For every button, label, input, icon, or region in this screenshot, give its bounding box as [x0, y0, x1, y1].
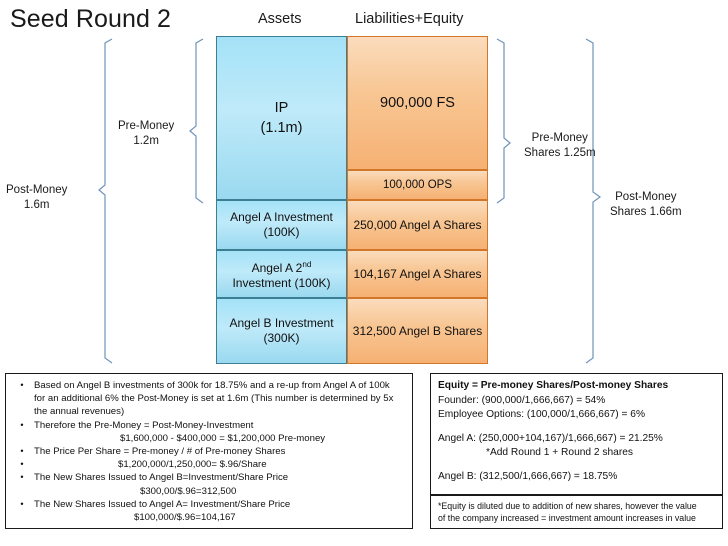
equity-angel-b-label: 312,500 Angel B Shares: [352, 323, 483, 338]
bullet-icon: •: [20, 419, 24, 430]
equity-cell-option-pool-shares[interactable]: 100,000 OPS: [347, 170, 488, 200]
column-header-liabilities-equity: Liabilities+Equity: [355, 11, 464, 27]
bullet-icon: •: [20, 498, 24, 509]
asset-cell-ip[interactable]: IP (1.1m): [216, 36, 347, 200]
asset-angel-a2-line2: Investment (100K): [232, 276, 331, 290]
calculation-notes-box: • Based on Angel B investments of 300k f…: [5, 373, 413, 529]
note-text: The Price Per Share = Pre-money / # of P…: [34, 446, 286, 458]
asset-angel-a1-line1: Angel A Investment: [230, 210, 333, 224]
footnote-line2: of the company increased = investment am…: [438, 513, 696, 524]
asset-angel-b-line2: (300K): [263, 331, 300, 345]
note-subtext: $300,00/$.96=312,500: [140, 485, 237, 497]
note-subtext: $1,600,000 - $400,000 = $1,200,000 Pre-m…: [120, 432, 326, 444]
list-item: • $1,200,000/1,250,000= $.96/Share: [10, 458, 408, 471]
equity-cell-angel-b-shares[interactable]: 312,500 Angel B Shares: [347, 298, 488, 364]
equity-cell-angel-a-shares-round2[interactable]: 104,167 Angel A Shares: [347, 250, 488, 298]
note-subline-row: $300,00/$.96=312,500: [10, 485, 408, 498]
equity-angel-a: Angel A: (250,000+104,167)/1,666,667) = …: [438, 432, 663, 444]
note-text: The New Shares Issued to Angel B=Investm…: [34, 472, 289, 484]
page-title: Seed Round 2: [10, 5, 172, 33]
asset-angel-a2-label: Angel A 2: [251, 261, 303, 275]
bracket-label-pre-money-line2: 1.2m: [133, 135, 159, 147]
footnote-line1: *Equity is diluted due to addition of ne…: [438, 501, 697, 511]
bracket-label-pre-shares-line1: Pre-Money: [531, 132, 588, 144]
bracket-label-pre-shares-line2: Shares 1.25m: [524, 147, 596, 159]
bracket-label-post-money-line2: 1.6m: [23, 199, 50, 211]
note-text: $1,200,000/1,250,000= $.96/Share: [118, 459, 267, 471]
asset-ip-line2: (1.1m): [260, 120, 303, 136]
equity-breakdown-box: Equity = Pre-money Shares/Post-money Sha…: [430, 373, 723, 495]
bracket-pre-money: [189, 38, 204, 204]
equity-cell-angel-a-shares[interactable]: 250,000 Angel A Shares: [347, 200, 488, 250]
asset-cell-angel-b-investment[interactable]: Angel B Investment (300K): [216, 298, 347, 364]
equity-ops-label: 100,000 OPS: [382, 178, 453, 191]
bracket-label-post-shares-line1: Post-Money: [615, 191, 677, 203]
list-item: • Therefore the Pre-Money = Post-Money-I…: [10, 419, 408, 432]
bracket-post-money-shares: [585, 38, 602, 364]
list-item: • The New Shares Issued to Angel A= Inve…: [10, 498, 408, 511]
equity-angel-a-note: *Add Round 1 + Round 2 shares: [486, 447, 633, 458]
bracket-label-post-money-shares: Post-Money Shares 1.66m: [610, 190, 682, 220]
bullet-icon: •: [20, 472, 24, 483]
note-subline-row: $100,000/$.96=104,167: [10, 511, 408, 524]
equity-angel-b: Angel B: (312,500/1,666,667) = 18.75%: [438, 470, 618, 482]
bullet-icon: •: [20, 446, 24, 457]
asset-cell-angel-a-investment[interactable]: Angel A Investment (100K): [216, 200, 347, 250]
equity-employee-options: Employee Options: (100,000/1,666,667) = …: [438, 409, 645, 420]
bracket-pre-money-shares: [496, 38, 511, 204]
equity-cell-founder-shares[interactable]: 900,000 FS: [347, 36, 488, 170]
bracket-label-post-money-line1: Post-Money: [6, 184, 68, 196]
asset-angel-a1-line2: (100K): [263, 225, 300, 239]
equity-fs-label: 900,000 FS: [380, 94, 455, 111]
note-text: The New Shares Issued to Angel A= Invest…: [34, 498, 291, 510]
note-subtext: $100,000/$.96=104,167: [134, 512, 236, 524]
equity-angel-a2-label: 104,167 Angel A Shares: [353, 266, 482, 281]
spacer: [438, 423, 715, 432]
asset-angel-a2-ordinal: nd: [302, 260, 312, 269]
list-item: • The Price Per Share = Pre-money / # of…: [10, 445, 408, 458]
bullet-icon: •: [20, 459, 24, 470]
bracket-post-money: [98, 38, 113, 364]
asset-ip-line1: IP: [274, 100, 289, 116]
note-text: Based on Angel B investments of 300k for…: [34, 380, 394, 418]
asset-cell-angel-a-second-investment[interactable]: Angel A 2nd Investment (100K): [216, 250, 347, 298]
bullet-icon: •: [20, 380, 24, 390]
spacer: [438, 461, 715, 470]
balance-sheet-diagram: IP (1.1m) Angel A Investment (100K) Ange…: [216, 36, 488, 364]
note-subline-row: $1,600,000 - $400,000 = $1,200,000 Pre-m…: [10, 432, 408, 445]
dilution-footnote-box: *Equity is diluted due to addition of ne…: [430, 495, 723, 529]
bracket-label-post-money: Post-Money 1.6m: [6, 183, 67, 213]
asset-angel-a2-line1: Angel A 2nd: [232, 257, 330, 276]
equity-angel-a1-label: 250,000 Angel A Shares: [353, 217, 482, 232]
column-header-assets: Assets: [258, 11, 302, 27]
equity-founder: Founder: (900,000/1,666,667) = 54%: [438, 394, 606, 406]
asset-angel-b-line1: Angel B Investment: [229, 316, 334, 330]
bracket-label-pre-money-line1: Pre-Money: [118, 120, 175, 132]
bracket-label-pre-money-shares: Pre-Money Shares 1.25m: [524, 131, 596, 161]
list-item: • Based on Angel B investments of 300k f…: [10, 379, 408, 419]
list-item: • The New Shares Issued to Angel B=Inves…: [10, 471, 408, 484]
note-text: Therefore the Pre-Money = Post-Money-Inv…: [34, 419, 254, 431]
bracket-label-post-shares-line2: Shares 1.66m: [610, 206, 682, 218]
equity-heading: Equity = Pre-money Shares/Post-money Sha…: [438, 380, 669, 391]
bracket-label-pre-money: Pre-Money 1.2m: [118, 119, 174, 149]
